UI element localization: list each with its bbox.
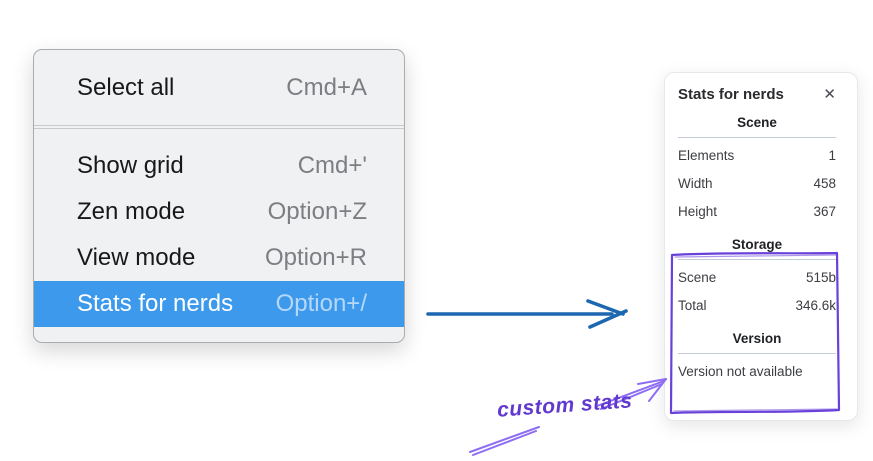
menu-item-shortcut: Option+/ xyxy=(275,290,367,317)
menu-item-label: Zen mode xyxy=(77,198,186,225)
stat-label: Scene xyxy=(678,270,717,285)
close-icon[interactable]: ✕ xyxy=(823,86,836,103)
context-menu: Select all Cmd+A Show grid Cmd+' Zen mod… xyxy=(33,49,405,343)
menu-item-shortcut: Option+R xyxy=(264,244,367,271)
version-note: Version not available xyxy=(678,364,803,379)
stat-label: Total xyxy=(678,298,707,313)
stat-value: 1 xyxy=(828,148,836,163)
menu-item-select-all[interactable]: Select all Cmd+A xyxy=(34,65,404,111)
section-header: Version xyxy=(732,331,782,346)
menu-item-show-grid[interactable]: Show grid Cmd+' xyxy=(34,143,404,189)
menu-item-label: Stats for nerds xyxy=(77,290,234,317)
menu-item-zen-mode[interactable]: Zen mode Option+Z xyxy=(34,189,404,235)
stat-row-height: Height 367 xyxy=(678,198,836,226)
menu-item-stats-for-nerds[interactable]: Stats for nerds Option+/ xyxy=(34,281,404,327)
section-divider xyxy=(678,137,836,138)
stats-panel-header: Stats for nerds ✕ xyxy=(678,86,836,103)
stat-row-total-storage: Total 346.6k xyxy=(678,292,836,320)
section-divider xyxy=(678,259,836,260)
stat-label: Width xyxy=(678,176,713,191)
stat-row-scene-storage: Scene 515b xyxy=(678,264,836,292)
menu-item-shortcut: Cmd+' xyxy=(297,152,367,179)
stats-section-scene: Scene Elements 1 Width 458 Height 367 xyxy=(678,113,836,226)
section-header: Scene xyxy=(737,115,777,130)
annotation-label: custom stats xyxy=(496,389,634,422)
menu-item-label: Select all xyxy=(77,74,175,101)
stats-section-storage: Storage Scene 515b Total 346.6k xyxy=(678,235,836,320)
stat-row-width: Width 458 xyxy=(678,170,836,198)
stat-label: Height xyxy=(678,204,718,219)
stat-value: 515b xyxy=(805,270,836,285)
stat-value: 346.6k xyxy=(795,298,836,313)
stats-panel: Stats for nerds ✕ Scene Elements 1 Width… xyxy=(664,72,858,421)
flow-arrow-icon xyxy=(426,299,628,329)
menu-item-view-mode[interactable]: View mode Option+R xyxy=(34,235,404,281)
stats-section-version: Version Version not available xyxy=(678,329,836,386)
menu-item-shortcut: Cmd+A xyxy=(286,74,367,101)
stats-panel-title: Stats for nerds xyxy=(678,86,784,103)
stat-value: 367 xyxy=(813,204,836,219)
stat-value: 458 xyxy=(813,176,836,191)
menu-item-label: Show grid xyxy=(77,152,184,179)
section-divider xyxy=(678,353,836,354)
section-header: Storage xyxy=(731,237,783,252)
menu-separator xyxy=(34,125,404,129)
menu-item-label: View mode xyxy=(77,244,196,271)
stat-row-elements: Elements 1 xyxy=(678,142,836,170)
stat-label: Elements xyxy=(678,148,735,163)
menu-item-shortcut: Option+Z xyxy=(267,198,367,225)
